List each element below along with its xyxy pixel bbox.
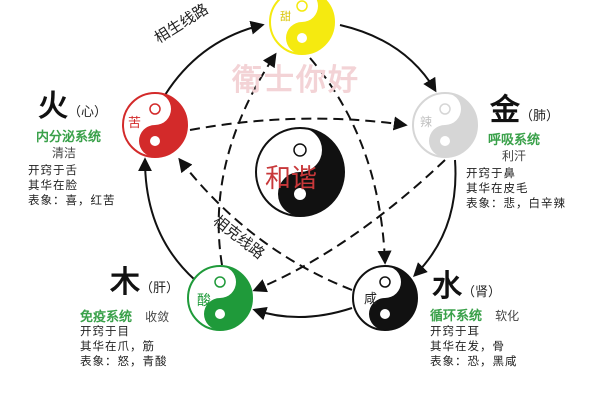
fire-system: 内分泌系统 xyxy=(36,130,102,145)
fire-organ: （心） xyxy=(68,105,108,120)
metal-info-line: 表象：悲，白辛辣 xyxy=(466,196,566,210)
water-element: 水 xyxy=(432,269,462,304)
metal-element: 金 xyxy=(490,93,520,128)
wood-organ: （肝） xyxy=(140,281,180,296)
metal-yinyang xyxy=(412,92,478,158)
water-info-line: 开窍于耳 xyxy=(430,324,480,338)
water-quality: 软化 xyxy=(495,309,520,323)
metal-info: 开窍于鼻 其华在皮毛 表象：悲，白辛辣 xyxy=(466,166,566,211)
fire-quality: 清洁 xyxy=(52,146,77,160)
water-subline: 循环系统 软化 xyxy=(430,305,519,324)
fire-info: 开窍于舌 其华在脸 表象：喜，红苦 xyxy=(28,163,116,208)
metal-header: 金（肺） xyxy=(490,96,559,126)
controlling-cycle-arrows xyxy=(178,52,446,293)
water-info-line: 表象：恐，黑咸 xyxy=(430,354,518,368)
wood-header: 木（肝） xyxy=(110,268,179,298)
harmony-yinyang xyxy=(255,127,345,217)
metal-taste: 辣 xyxy=(420,115,433,129)
water-info: 开窍于耳 其华在发，骨 表象：恐，黑咸 xyxy=(430,324,518,369)
metal-info-line: 开窍于鼻 xyxy=(466,166,516,180)
fire-yinyang xyxy=(122,92,188,158)
fire-element: 火 xyxy=(38,89,68,124)
metal-info-line: 其华在皮毛 xyxy=(466,181,529,195)
wood-system: 免疫系统 xyxy=(80,310,133,325)
harmony-label: 和谐 xyxy=(265,164,318,194)
generating-cycle-arrows xyxy=(138,20,457,321)
wood-quality: 收敛 xyxy=(145,310,170,324)
wood-info-line: 表象：怒，青酸 xyxy=(80,354,168,368)
fire-header: 火（心） xyxy=(38,92,107,122)
watermark: 衛士你好 xyxy=(232,63,360,98)
fire-info-line: 其华在脸 xyxy=(28,178,78,192)
fire-info-line: 表象：喜，红苦 xyxy=(28,193,116,207)
wood-info-line: 开窍于目 xyxy=(80,324,130,338)
water-organ: （肾） xyxy=(462,285,502,300)
water-system: 循环系统 xyxy=(430,309,483,324)
water-header: 水（肾） xyxy=(432,272,501,302)
fire-info-line: 开窍于舌 xyxy=(28,163,78,177)
wood-info: 开窍于目 其华在爪，筋 表象：怒，青酸 xyxy=(80,324,168,369)
wood-yinyang xyxy=(187,265,253,331)
metal-system: 呼吸系统 xyxy=(488,133,541,148)
wood-element: 木 xyxy=(110,265,140,300)
fire-taste: 苦 xyxy=(128,116,142,131)
water-yinyang xyxy=(352,265,418,331)
earth-yinyang xyxy=(269,0,335,55)
wood-taste: 酸 xyxy=(197,293,211,309)
water-info-line: 其华在发，骨 xyxy=(430,339,505,353)
water-taste: 咸 xyxy=(364,292,378,307)
earth-taste: 甜 xyxy=(280,10,291,23)
wood-subline: 免疫系统 收敛 xyxy=(80,306,169,325)
wood-info-line: 其华在爪，筋 xyxy=(80,339,155,353)
metal-organ: （肺） xyxy=(520,109,560,124)
metal-quality: 利汗 xyxy=(502,149,527,163)
